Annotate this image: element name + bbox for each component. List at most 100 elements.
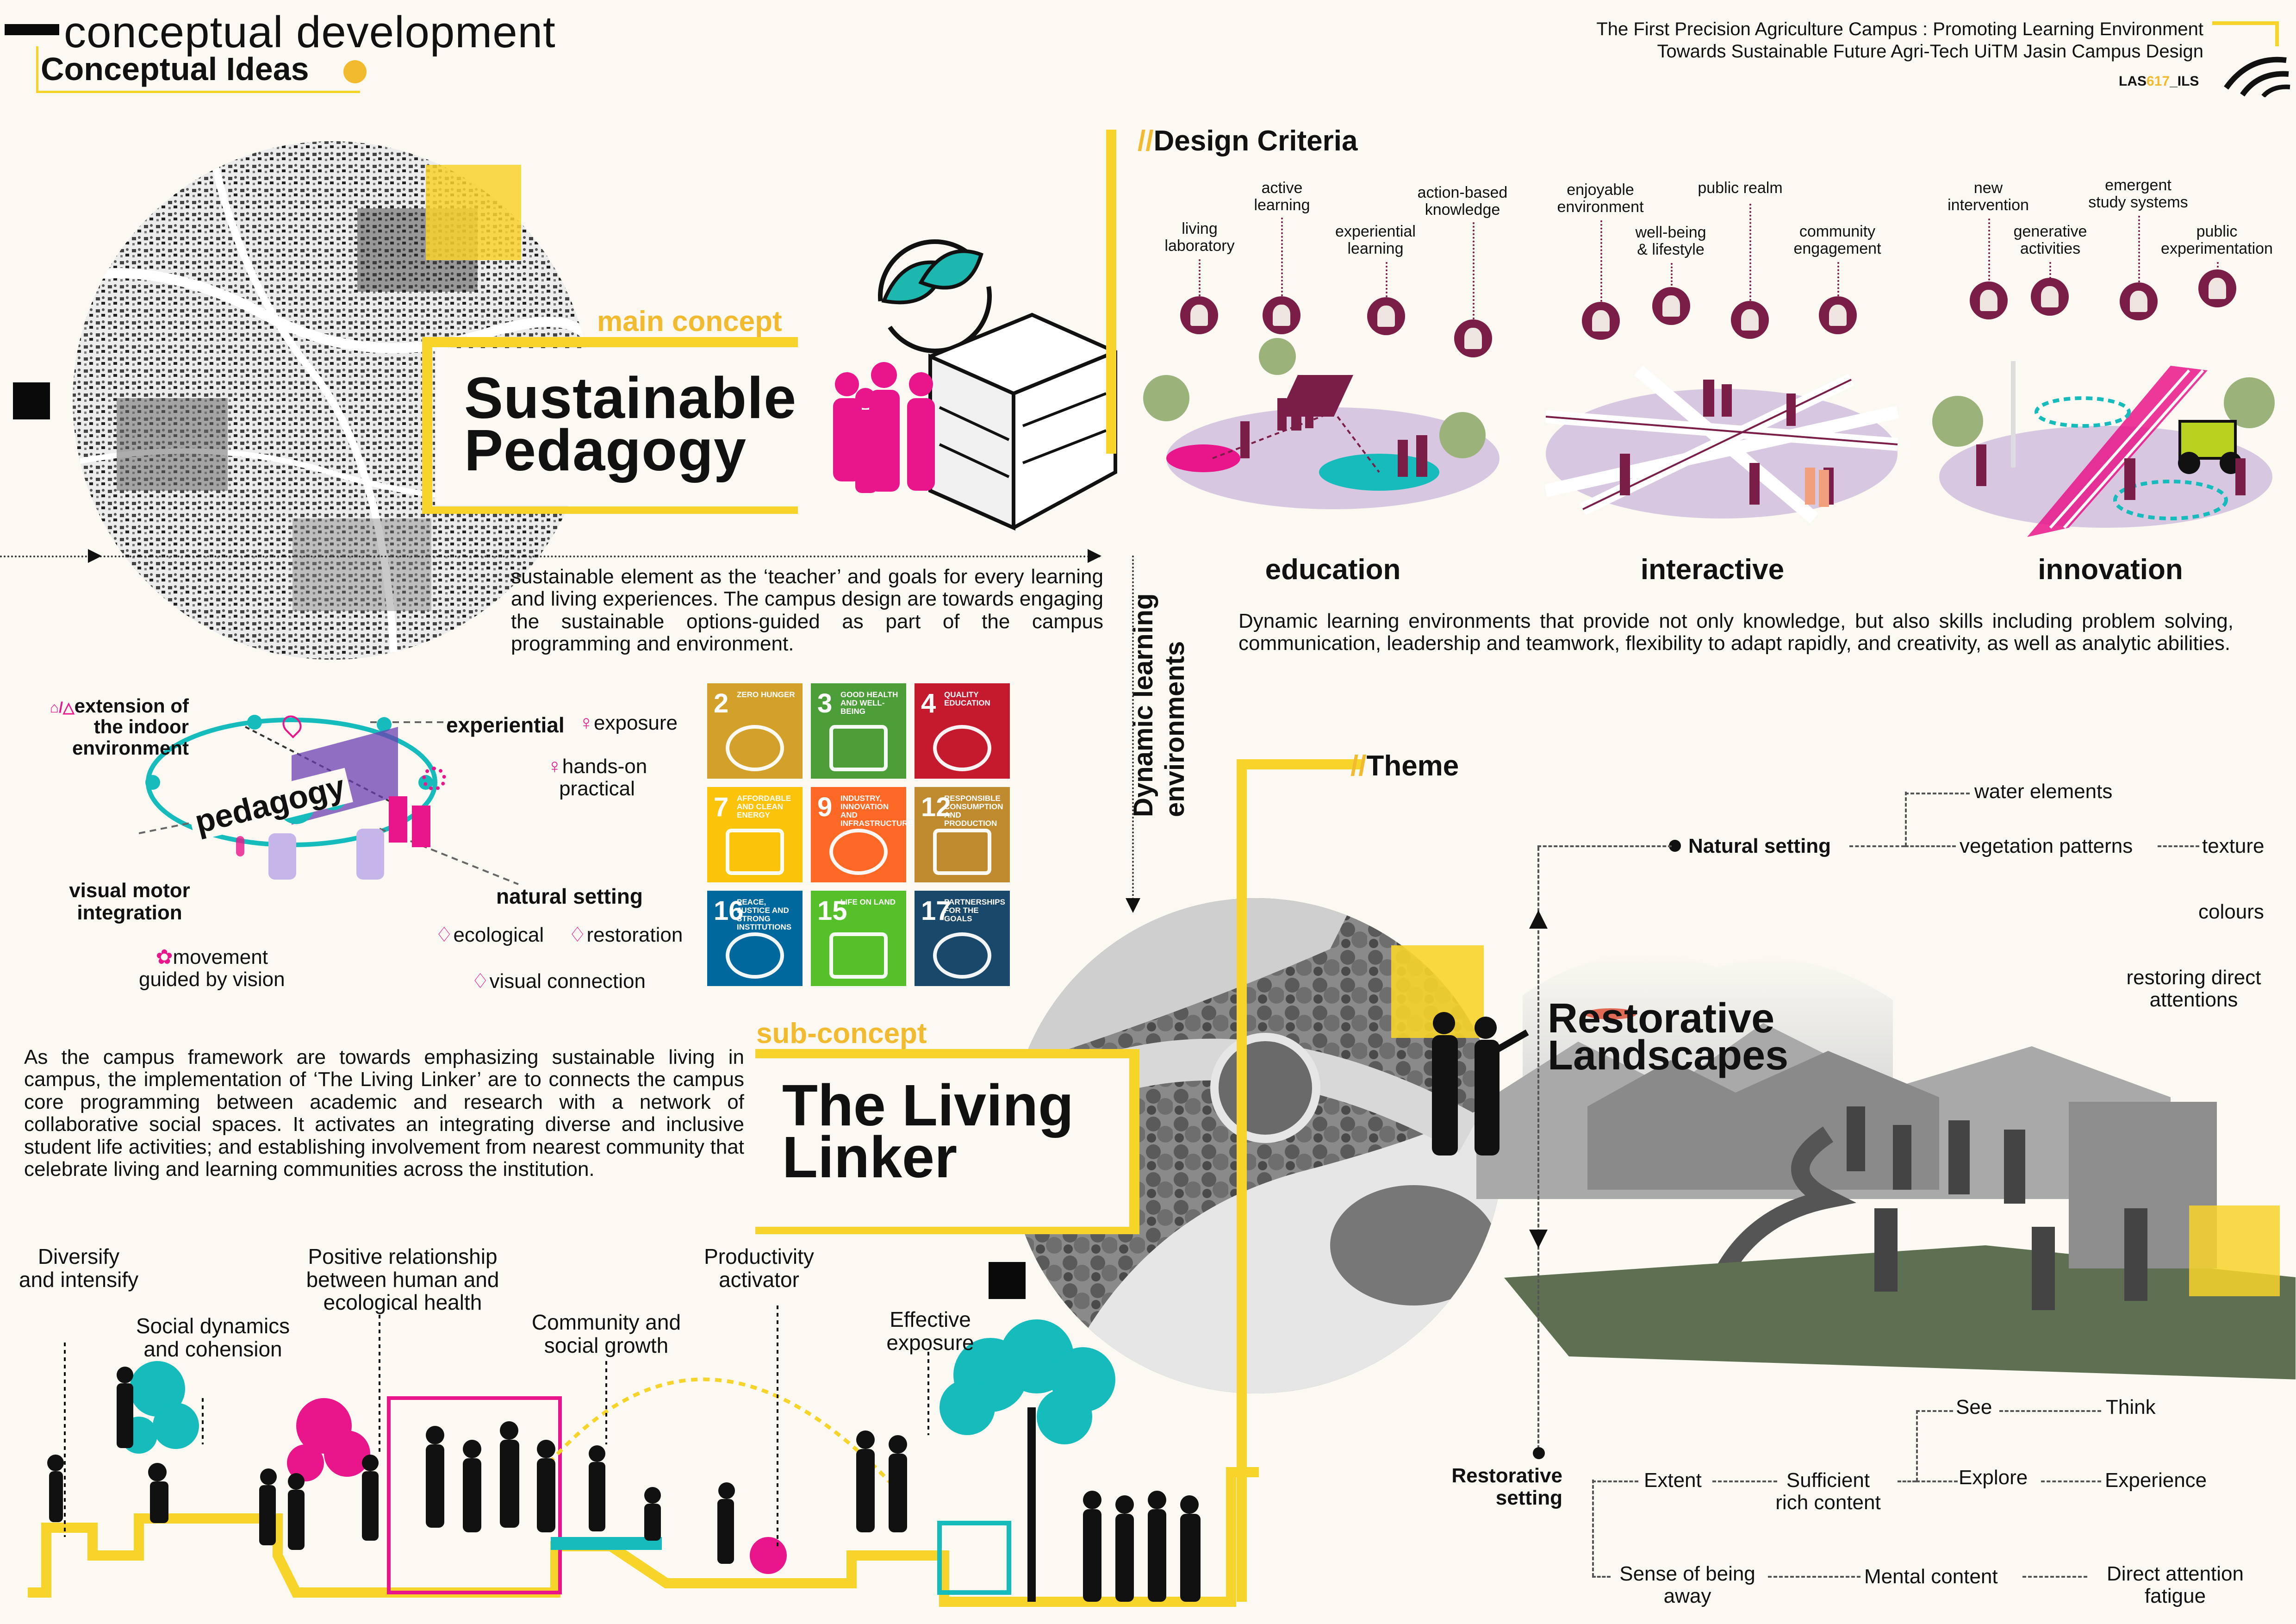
theme-fatigue-line1: Direct attention (2107, 1562, 2244, 1585)
sdg-number: 4 (921, 688, 936, 718)
connector-arrow-right (1088, 549, 1101, 563)
group-label-innovation: innovation (2038, 554, 2183, 586)
hands-raised-icon (2198, 269, 2236, 307)
vertical-dotted-connector (1132, 556, 1134, 907)
design-criteria-heading: //Design Criteria (1138, 125, 1357, 157)
meditation-icon (1582, 302, 1620, 340)
linker-productivity-line1: Productivity (704, 1244, 814, 1268)
theme-axis-arrow-top (1529, 910, 1548, 929)
person-pin-icon: ♀ (579, 712, 594, 734)
criteria-line-3 (1386, 262, 1388, 297)
theme-branch-water-v (1905, 792, 1907, 846)
design-criteria-prefix: // (1138, 125, 1154, 157)
sdg-label: PARTNERSHIPS FOR THE GOALS (944, 898, 1005, 923)
criteria-line-7 (1749, 204, 1751, 301)
sdg-label: GOOD HEALTH AND WELL-BEING (840, 690, 898, 716)
restorative-branch-extent (1592, 1480, 1638, 1482)
innovation-illustration (1932, 361, 2275, 537)
main-concept-frame-top (422, 337, 798, 347)
sdg-number: 16 (714, 896, 744, 926)
sdg-goal-icon (933, 932, 991, 979)
label-extension-line2: the indoor (93, 716, 189, 738)
connector-line-main (0, 556, 1101, 557)
brain-icon (1454, 319, 1492, 357)
label-extension-line1: extension of (74, 695, 189, 717)
theme-title: Theme (1366, 750, 1459, 782)
label-hands-on-line1: hands-on (562, 755, 647, 778)
theme-node-bottom (1533, 1447, 1545, 1459)
linker-productivity-line2: activator (719, 1267, 799, 1292)
label-extension-line3: environment (72, 737, 189, 759)
linker-diversify-line1: Diversify (37, 1244, 120, 1268)
main-concept-description: sustainable element as the ‘teacher’ and… (511, 565, 1103, 656)
criteria-yellow-line (1106, 130, 1116, 454)
label-visual-connection-text: visual connection (489, 970, 646, 993)
sub-concept-frame-right (1129, 1049, 1139, 1234)
microscope-icon (1180, 296, 1218, 334)
theme-branch-water (1905, 793, 1970, 794)
sdg-number: 9 (817, 792, 833, 822)
sub-concept-frame-bottom (755, 1227, 1139, 1234)
vertical-label-line2: environments (1160, 641, 1190, 817)
person-pink-icon (236, 836, 244, 856)
living-linker-section (28, 1305, 1259, 1607)
label-natural-setting: natural setting (496, 884, 643, 908)
theme-restorative-setting-line1: Restorative (1451, 1464, 1562, 1487)
criteria-line-6 (1671, 263, 1673, 293)
subtitle-dot (343, 60, 367, 83)
header-bar-mark (5, 24, 59, 35)
label-hands-on-line2: practical (559, 777, 635, 800)
theme-prefix: // (1350, 750, 1367, 782)
main-concept-frame-bottom (422, 506, 798, 514)
label-restoration-text: restoration (586, 924, 683, 946)
linker-diversify-line2: and intensify (19, 1267, 139, 1292)
restorative-branch-see-v (1916, 1410, 1918, 1481)
education-illustration (1143, 338, 1500, 509)
linker-community-line1: Community and (531, 1310, 681, 1334)
theme-branch-texture (2158, 845, 2199, 847)
sdg-number: 12 (921, 792, 951, 822)
group-label-interactive: interactive (1640, 554, 1785, 586)
theme-title-line1: Restorative (1548, 995, 1775, 1042)
marker-square-center (989, 1262, 1026, 1299)
sdg-number: 15 (817, 896, 847, 926)
main-concept-panel (435, 348, 798, 506)
theme-sense-line2: away (1663, 1584, 1711, 1607)
team-icon (1263, 296, 1300, 334)
label-exposure-text: exposure (594, 712, 678, 734)
leaf-pin-icon-2: ♢ (568, 924, 587, 946)
theme-fatigue-line2: fatigue (2144, 1584, 2206, 1607)
sdg-goal-icon (829, 725, 888, 771)
sdg-number: 17 (921, 896, 951, 926)
criteria-line-12 (2217, 262, 2219, 271)
project-title-line1: The First Precision Agriculture Campus :… (1596, 19, 2203, 39)
main-concept-title-line2: Pedagogy (464, 418, 747, 483)
restorative-branch-experience (2041, 1480, 2101, 1482)
dome-icon (2120, 282, 2158, 320)
label-ecological: ♢ecological (435, 924, 544, 946)
gear-pink-icon (422, 767, 446, 791)
sdg-label: RESPONSIBLE CONSUMPTION AND PRODUCTION (944, 794, 1003, 828)
sdg-goal-icon (829, 829, 888, 875)
theme-sense-line1: Sense of being (1619, 1562, 1755, 1585)
sdg-goal-icon (829, 932, 888, 979)
criteria-line-9 (1988, 219, 1990, 288)
criteria-line-1 (1199, 259, 1201, 296)
tablet-icon (2031, 278, 2069, 316)
subtitle-underline (36, 91, 360, 93)
sub-concept-panel (755, 1058, 1129, 1227)
